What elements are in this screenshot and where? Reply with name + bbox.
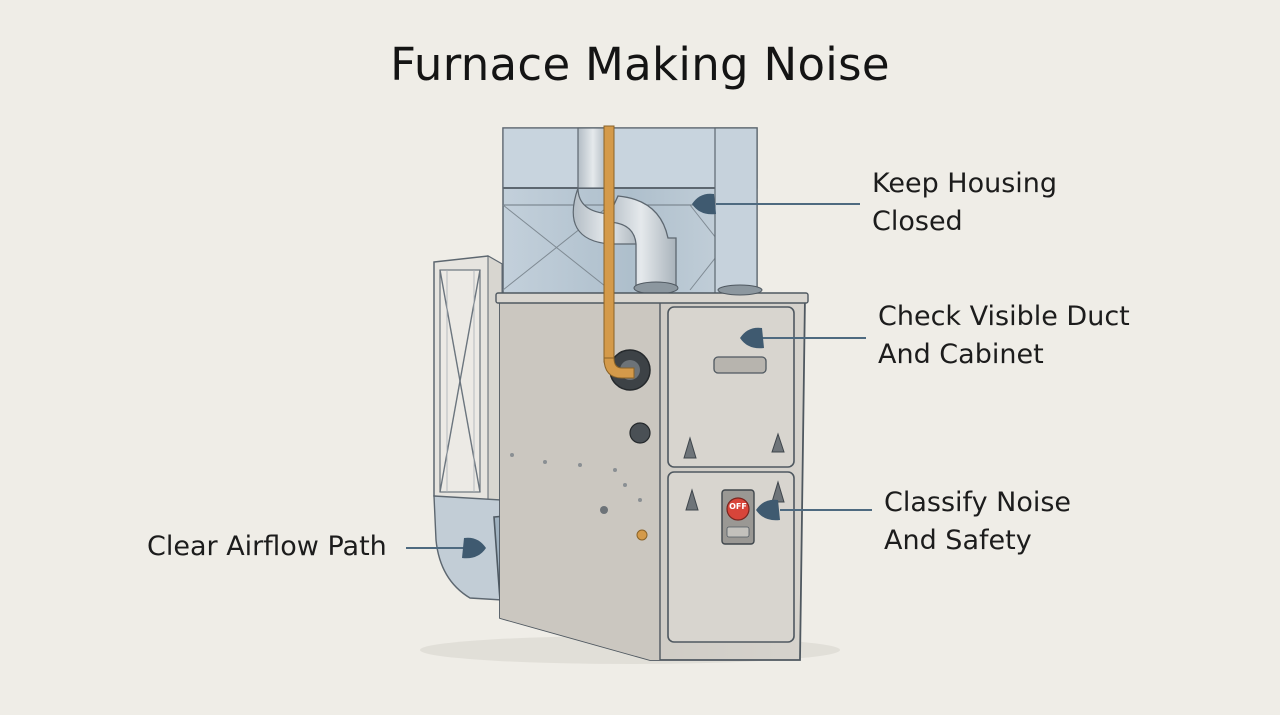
page-title: Furnace Making Noise <box>390 38 890 91</box>
callout-line: Closed <box>872 206 963 237</box>
callout-line: Clear Airflow Path <box>147 531 387 562</box>
marker-clear-airflow-icon <box>462 537 486 559</box>
callout-keep-housing-closed: Keep Housing Closed <box>872 165 1057 241</box>
marker-keep-housing-icon <box>692 193 716 215</box>
callout-line: Classify Noise <box>884 487 1072 518</box>
marker-classify-noise-icon <box>756 499 780 521</box>
callout-line: Check Visible Duct <box>878 301 1130 332</box>
marker-check-duct-icon <box>740 327 764 349</box>
callout-line: And Cabinet <box>878 339 1044 370</box>
callout-classify-noise: Classify Noise And Safety <box>884 484 1071 560</box>
air-filter <box>433 255 503 506</box>
callout-leaders <box>406 193 872 559</box>
callout-line: And Safety <box>884 525 1032 556</box>
panel-badge-text: OFF <box>729 502 747 511</box>
gas-pipe <box>603 125 635 379</box>
callout-check-visible-duct: Check Visible Duct And Cabinet <box>878 298 1130 374</box>
callout-line: Keep Housing <box>872 168 1058 199</box>
callout-clear-airflow-path: Clear Airflow Path <box>147 528 387 566</box>
